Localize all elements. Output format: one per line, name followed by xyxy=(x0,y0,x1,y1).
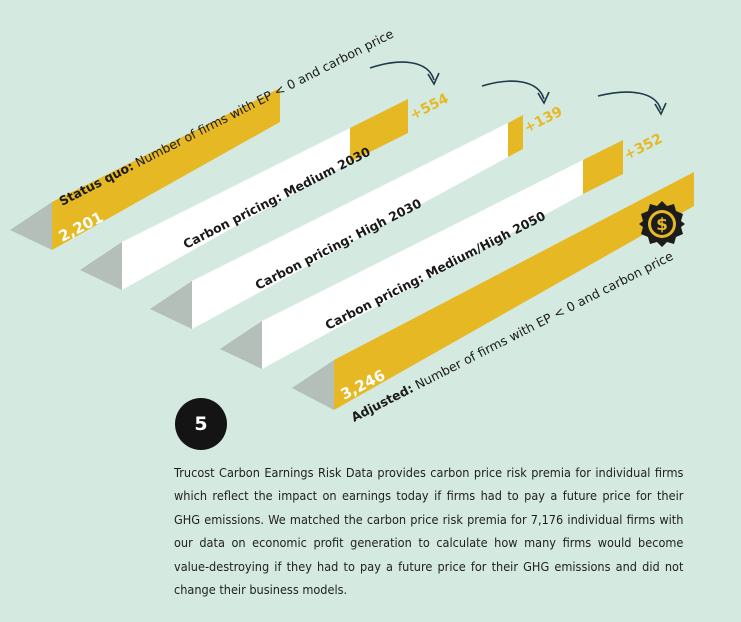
bar-status-quo-shadow xyxy=(10,202,52,250)
bar-medium-high-2050-white xyxy=(262,160,583,369)
bar-medium-2030-shadow xyxy=(80,242,122,290)
svg-text:$: $ xyxy=(656,215,668,235)
bar-high-2030-increment xyxy=(508,115,523,157)
svg-text:Status quo: Number of firms wi: Status quo: Number of firms with EP < 0 … xyxy=(57,26,397,209)
curved-arrow-icon xyxy=(369,61,440,86)
description-paragraph: Trucost Carbon Earnings Risk Data provid… xyxy=(174,465,684,598)
bar-adjusted-shadow xyxy=(292,360,334,410)
bar-status-quo-fill xyxy=(52,88,280,250)
bar-medium-2030-increment xyxy=(350,99,408,162)
bar-medium-2030-white xyxy=(122,128,350,290)
step-number-badge: 5 xyxy=(175,398,227,450)
carbon-pricing-diagram: Status quo: Number of firms with EP < 0 … xyxy=(10,26,694,425)
bar-high-2030-white xyxy=(192,123,508,329)
curved-arrow-icon xyxy=(481,80,550,105)
bar-medium-high-2050-shadow xyxy=(220,321,262,369)
bar-high-2030-delta: +139 xyxy=(522,104,566,137)
curved-arrow-icon xyxy=(597,91,667,116)
bar-adjusted-fill xyxy=(334,172,694,410)
bar-medium-high-2050-increment xyxy=(583,140,623,194)
bar-high-2030-shadow xyxy=(150,281,192,329)
bar-medium-high-2050-delta: +352 xyxy=(622,131,666,164)
bar-medium-2030-delta: +554 xyxy=(408,91,452,124)
dollar-seal-icon: $ xyxy=(639,201,685,247)
